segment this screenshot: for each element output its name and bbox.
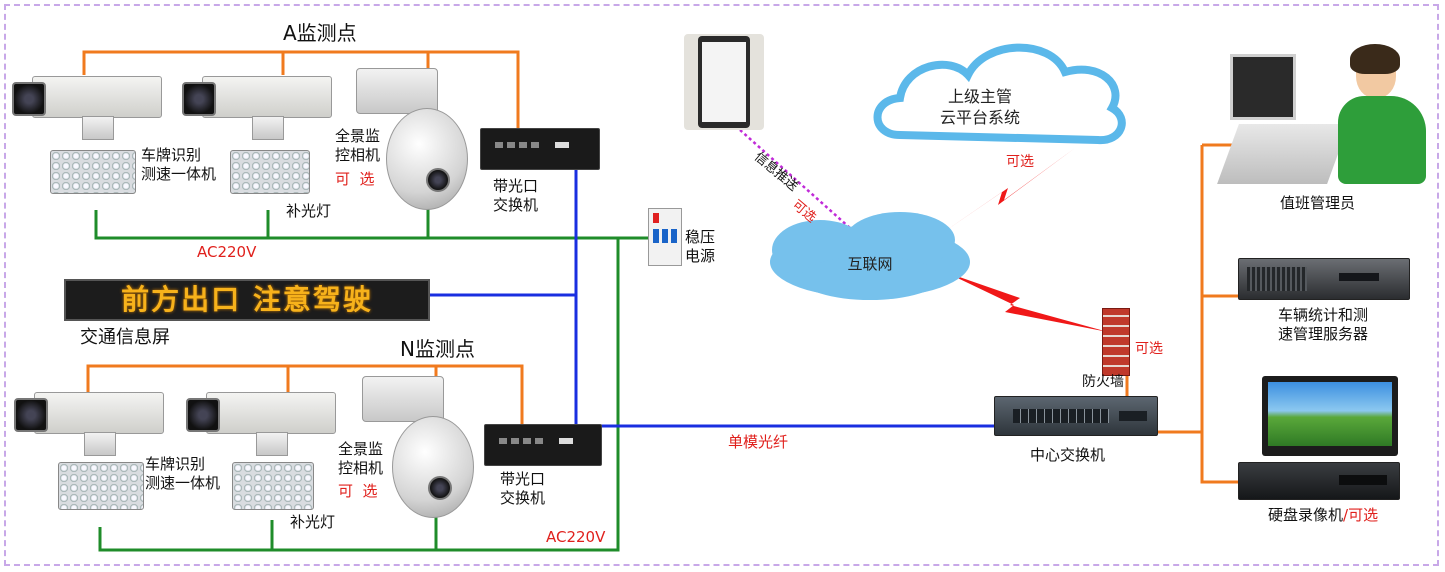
site-a-switch-label: 带光口 交换机 <box>493 177 539 214</box>
site-n-dome-camera <box>362 376 474 518</box>
cloud-link-optional: 可选 <box>1006 154 1034 170</box>
diagram-frame <box>4 4 1439 566</box>
site-a-fill-light-2 <box>230 150 310 194</box>
firewall-label: 防火墙 <box>1082 374 1124 390</box>
site-a-fill-light-label: 补光灯 <box>286 202 332 220</box>
site-a-plate-camera-1 <box>12 72 162 142</box>
site-n-plate-camera-2 <box>186 388 336 458</box>
operator-label: 值班管理员 <box>1280 194 1356 212</box>
site-n-fill-light-1 <box>58 462 144 510</box>
voltage-regulator <box>648 208 682 266</box>
voltage-regulator-label: 稳压 电源 <box>685 228 716 265</box>
site-a-fiber-switch <box>480 128 600 170</box>
site-a-optional-label: 可 选 <box>335 170 375 188</box>
site-n-fill-light-label: 补光灯 <box>290 513 336 531</box>
firewall-icon <box>1102 308 1130 376</box>
site-n-plate-camera-1 <box>14 388 164 458</box>
core-switch-label: 中心交换机 <box>1030 446 1106 464</box>
dvr-optional: /可选 <box>1343 506 1379 524</box>
monitor-icon <box>1262 376 1398 456</box>
cloud-platform-shape <box>873 43 1126 145</box>
site-a-plate-camera-label: 车牌识别 测速一体机 <box>141 146 217 183</box>
power-wires <box>94 205 652 552</box>
fiber-label: 单模光纤 <box>728 433 789 451</box>
site-n-fill-light-2 <box>232 462 314 510</box>
site-n-dome-camera-label: 全景监 控相机 <box>338 440 384 477</box>
site-a-dome-camera <box>356 68 468 210</box>
site-n-fiber-switch <box>484 424 602 466</box>
push-link <box>739 129 851 229</box>
operator-workstation-icon <box>1217 44 1428 189</box>
site-n-plate-camera-label: 车牌识别 测速一体机 <box>145 455 221 492</box>
cloud-platform-label: 上级主管 云平台系统 <box>939 87 1020 127</box>
firewall-optional: 可选 <box>1135 341 1163 357</box>
site-a-fill-light-1 <box>50 150 136 194</box>
server-icon <box>1238 258 1410 300</box>
site-n-title: N监测点 <box>400 337 475 361</box>
site-n-switch-label: 带光口 交换机 <box>500 470 546 507</box>
site-a-power-label: AC220V <box>197 243 257 261</box>
site-n-power-label: AC220V <box>546 528 606 546</box>
internet-label: 互联网 <box>847 255 893 273</box>
traffic-screen-label: 交通信息屏 <box>80 327 170 348</box>
cloud-link-bolt <box>935 148 1075 238</box>
firewall-link-bolt <box>945 272 1108 332</box>
dvr-icon <box>1238 462 1400 500</box>
lan-wires <box>1125 143 1240 484</box>
dvr-label: 硬盘录像机/可选 <box>1268 506 1378 525</box>
server-label: 车辆统计和测 速管理服务器 <box>1278 306 1369 343</box>
site-a-title: A监测点 <box>283 21 357 45</box>
site-a-plate-camera-2 <box>182 72 332 142</box>
core-switch <box>994 396 1158 436</box>
site-n-optional-label: 可 选 <box>338 482 378 500</box>
traffic-info-display: 前方出口 注意驾驶 <box>64 279 430 321</box>
internet-cloud-shape <box>770 212 970 300</box>
site-a-dome-camera-label: 全景监 控相机 <box>335 127 381 164</box>
mobile-phone <box>684 34 764 130</box>
dvr-label-text: 硬盘录像机 <box>1268 506 1344 524</box>
